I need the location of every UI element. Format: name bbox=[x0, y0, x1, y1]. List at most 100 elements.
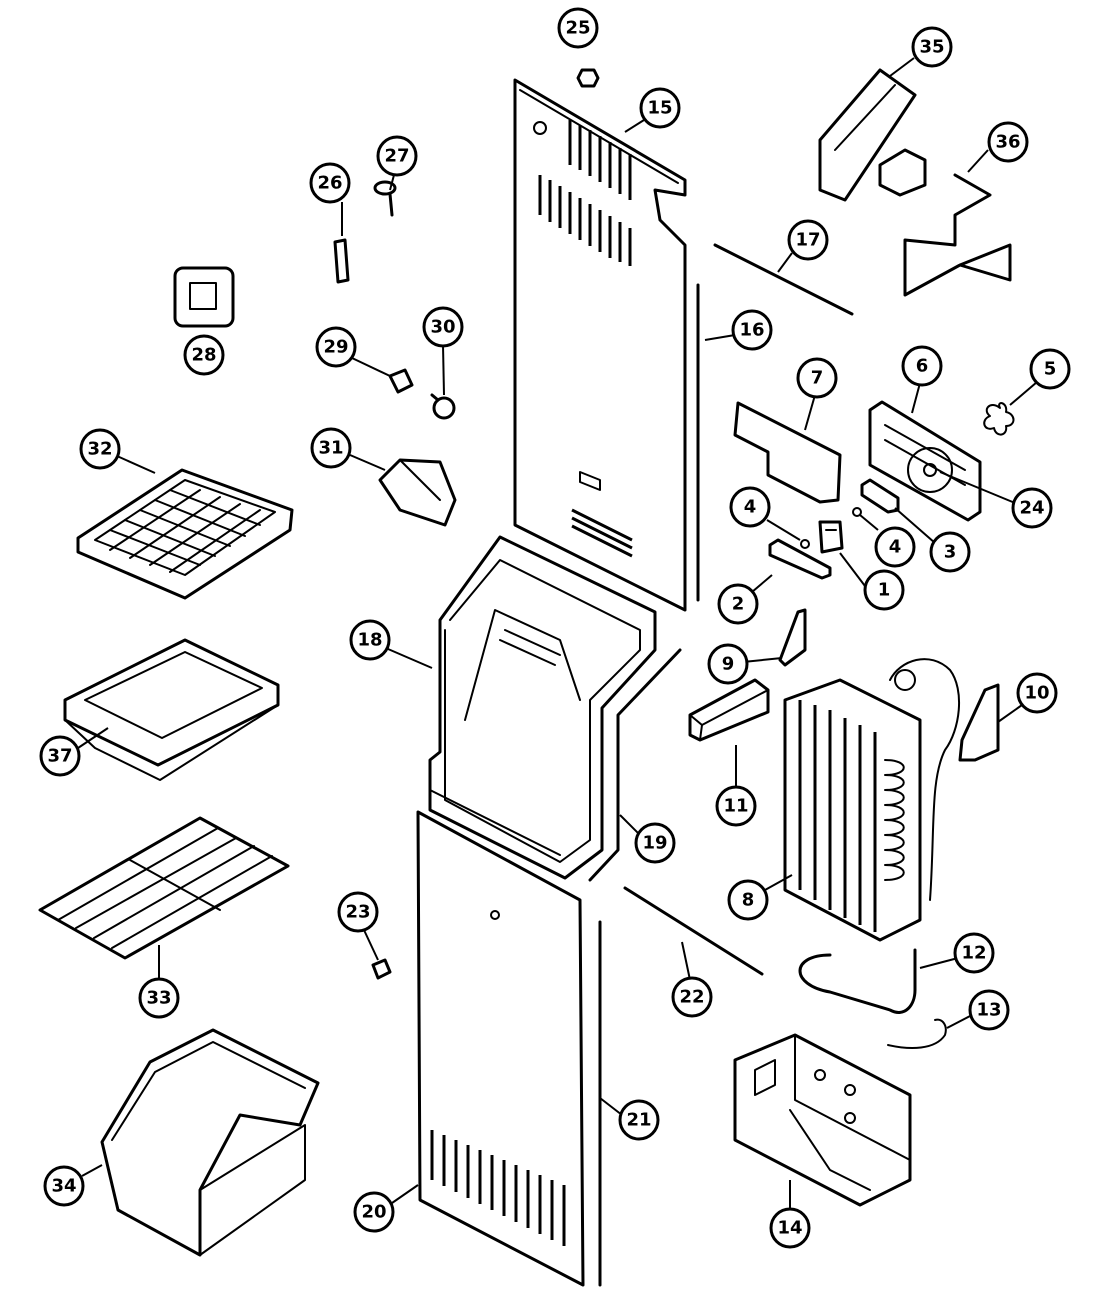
svg-text:30: 30 bbox=[430, 317, 455, 338]
leader-lines bbox=[77, 57, 1038, 1210]
callout-36: 36 bbox=[987, 121, 1029, 163]
svg-text:9: 9 bbox=[722, 654, 735, 675]
part-mount-bracket bbox=[768, 538, 832, 580]
part-light-bulb bbox=[430, 393, 456, 420]
callout-14: 14 bbox=[769, 1207, 811, 1249]
callout-20: 20 bbox=[353, 1191, 395, 1233]
svg-text:23: 23 bbox=[345, 902, 370, 923]
callout-33: 33 bbox=[138, 977, 180, 1019]
callout-4b: 4 bbox=[874, 526, 916, 568]
part-nut bbox=[576, 68, 600, 88]
svg-text:16: 16 bbox=[739, 320, 764, 341]
part-wire-harness bbox=[889, 658, 1000, 901]
svg-text:2: 2 bbox=[732, 594, 745, 615]
svg-text:28: 28 bbox=[191, 345, 216, 366]
callout-27: 27 bbox=[376, 135, 418, 177]
svg-text:17: 17 bbox=[795, 230, 820, 251]
part-evaporator-cover bbox=[733, 401, 842, 504]
part-bumper bbox=[371, 958, 392, 980]
part-fan-blade bbox=[983, 402, 1015, 436]
svg-text:37: 37 bbox=[47, 746, 72, 767]
svg-text:1: 1 bbox=[878, 580, 891, 601]
part-top-strip bbox=[713, 243, 854, 316]
callout-29: 29 bbox=[315, 326, 357, 368]
svg-text:6: 6 bbox=[916, 356, 929, 377]
svg-text:31: 31 bbox=[318, 438, 343, 459]
svg-text:22: 22 bbox=[679, 987, 704, 1008]
callout-1: 1 bbox=[863, 569, 905, 611]
callout-16: 16 bbox=[731, 309, 773, 351]
svg-text:10: 10 bbox=[1024, 683, 1049, 704]
callout-17: 17 bbox=[787, 219, 829, 261]
svg-text:33: 33 bbox=[146, 988, 171, 1009]
part-drain-pan bbox=[733, 1033, 912, 1207]
callout-4a: 4 bbox=[729, 486, 771, 528]
callout-9: 9 bbox=[707, 643, 749, 685]
callout-37: 37 bbox=[39, 735, 81, 777]
part-ice-tray bbox=[76, 468, 294, 600]
callout-24: 24 bbox=[1011, 487, 1053, 529]
callout-5: 5 bbox=[1029, 348, 1071, 390]
part-motor-bracket bbox=[860, 478, 900, 514]
part-light-switch bbox=[173, 266, 235, 328]
callout-8: 8 bbox=[727, 879, 769, 921]
svg-text:5: 5 bbox=[1044, 359, 1057, 380]
part-wire-bracket bbox=[903, 173, 1012, 297]
svg-text:25: 25 bbox=[565, 18, 590, 39]
svg-text:18: 18 bbox=[357, 630, 382, 651]
part-defrost-heater bbox=[798, 948, 917, 1014]
svg-text:14: 14 bbox=[777, 1218, 802, 1239]
part-ice-bin bbox=[100, 1028, 320, 1257]
callout-22: 22 bbox=[671, 976, 713, 1018]
callout-11: 11 bbox=[715, 785, 757, 827]
callout-18: 18 bbox=[349, 619, 391, 661]
callout-31: 31 bbox=[310, 427, 352, 469]
svg-text:21: 21 bbox=[626, 1110, 651, 1131]
part-sensor-clip bbox=[778, 608, 807, 667]
svg-text:27: 27 bbox=[384, 146, 409, 167]
part-evaporator bbox=[783, 678, 922, 942]
callout-3: 3 bbox=[929, 531, 971, 573]
callout-12: 12 bbox=[953, 932, 995, 974]
svg-text:32: 32 bbox=[87, 439, 112, 460]
svg-text:19: 19 bbox=[642, 833, 667, 854]
callout-7: 7 bbox=[796, 357, 838, 399]
part-screw bbox=[373, 180, 397, 217]
part-ice-chute-bracket bbox=[818, 68, 927, 202]
callout-32: 32 bbox=[79, 428, 121, 470]
callout-10: 10 bbox=[1016, 672, 1058, 714]
svg-text:35: 35 bbox=[919, 37, 944, 58]
part-upper-rear-panel bbox=[513, 78, 687, 612]
part-bottom-strip bbox=[623, 886, 764, 976]
part-foam-block bbox=[688, 678, 770, 742]
callout-21: 21 bbox=[618, 1099, 660, 1141]
part-storage-pan bbox=[63, 638, 280, 781]
svg-text:4: 4 bbox=[744, 497, 757, 518]
svg-text:13: 13 bbox=[976, 1000, 1001, 1021]
svg-text:7: 7 bbox=[811, 368, 824, 389]
callout-35: 35 bbox=[911, 26, 953, 68]
callout-34: 34 bbox=[43, 1165, 85, 1207]
svg-text:36: 36 bbox=[995, 132, 1020, 153]
callout-13: 13 bbox=[968, 989, 1010, 1031]
part-lower-rear-panel bbox=[416, 810, 585, 1287]
callout-28: 28 bbox=[183, 334, 225, 376]
svg-text:29: 29 bbox=[323, 337, 348, 358]
svg-text:4: 4 bbox=[889, 537, 902, 558]
part-light-socket bbox=[388, 368, 414, 394]
callout-26: 26 bbox=[309, 162, 351, 204]
callout-2: 2 bbox=[717, 583, 759, 625]
part-grommet bbox=[800, 539, 810, 549]
callout-23: 23 bbox=[337, 891, 379, 933]
part-light-bulb-cover-clip bbox=[333, 238, 350, 284]
callout-30: 30 bbox=[422, 306, 464, 348]
part-fan-shroud bbox=[868, 400, 982, 522]
svg-text:24: 24 bbox=[1019, 498, 1044, 519]
part-side-strip-lower bbox=[588, 648, 682, 882]
part-dispenser-housing bbox=[428, 535, 657, 880]
part-ground-wire bbox=[887, 1018, 947, 1049]
part-fan-motor bbox=[818, 520, 844, 554]
callout-15: 15 bbox=[639, 87, 681, 129]
svg-text:11: 11 bbox=[723, 796, 748, 817]
